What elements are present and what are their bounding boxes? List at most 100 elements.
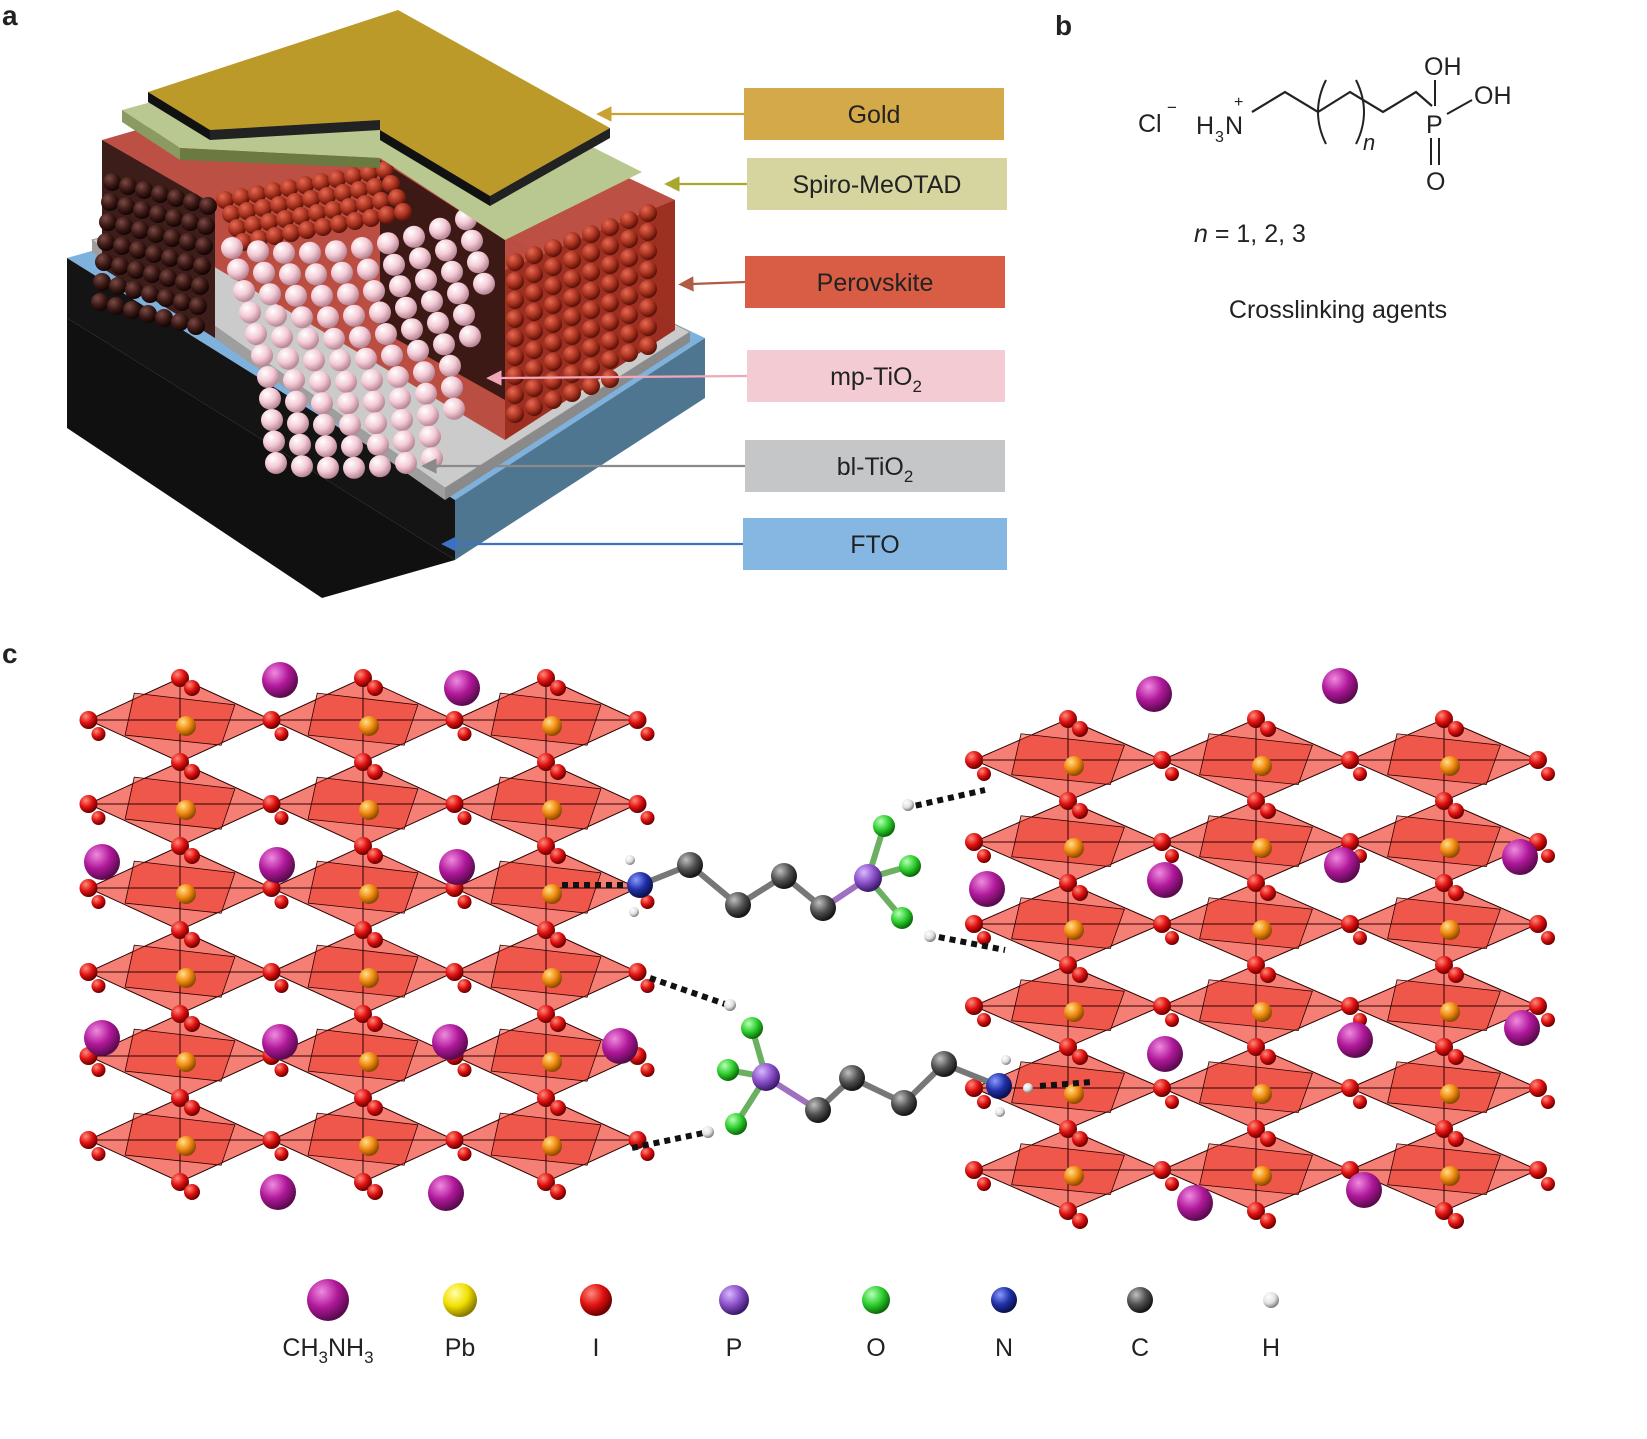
crosslinker-structure: Cl − H 3 N + n P OH OH O n = 1, 2, 3 Cro… [1138, 53, 1512, 324]
iodine-atom [1059, 792, 1077, 810]
methylammonium-atom [1322, 668, 1358, 704]
hydroxyl-top: OH [1424, 53, 1462, 81]
mp-tio2-ball [351, 237, 373, 259]
iodine-atom [1072, 721, 1088, 737]
iodine-atom [1435, 1120, 1453, 1138]
pb-atom [1252, 920, 1272, 940]
perovskite-ball [103, 173, 121, 191]
iodine-atom [1529, 1161, 1547, 1179]
mp-tio2-ball [331, 261, 353, 284]
perovskite-ball [544, 391, 562, 409]
methylammonium-atom [84, 844, 120, 880]
methylammonium-atom [1502, 839, 1538, 875]
iodine-atom [354, 837, 372, 855]
mp-tio2-ball [419, 425, 441, 448]
iodine-atom [367, 932, 383, 948]
perovskite-ball [143, 265, 161, 283]
carbon-atom [810, 895, 836, 921]
methylammonium-atom [84, 1020, 120, 1056]
iodine-atom [1153, 1161, 1171, 1179]
iodine-atom [1341, 1079, 1359, 1097]
iodine-atom [1165, 767, 1179, 781]
methylammonium-atom [1147, 862, 1183, 898]
mp-tio2-ball [259, 283, 281, 306]
perovskite-ball [181, 213, 199, 231]
iodine-atom [1341, 833, 1359, 851]
mp-tio2-ball [265, 452, 287, 474]
iodine-atom [1341, 751, 1359, 769]
mp-tio2-ball [409, 247, 431, 270]
perovskite-ball [639, 337, 657, 355]
layer-label-box [747, 158, 1007, 210]
iodine-atom [274, 811, 289, 825]
iodine-atom [1341, 915, 1359, 933]
iodine-atom [184, 764, 200, 780]
perovskite-ball [340, 198, 358, 216]
mp-tio2-ball [435, 239, 457, 262]
iodine-atom [1541, 767, 1555, 781]
iodine-atom [354, 1089, 372, 1107]
hydrogen-atom [924, 930, 936, 942]
pb-atom [176, 1136, 196, 1156]
mp-tio2-ball [473, 272, 495, 295]
perovskite-ball [133, 201, 151, 219]
pb-atom [1064, 1166, 1084, 1186]
iodine-atom [1247, 710, 1265, 728]
perovskite-ball [141, 285, 159, 303]
iodine-atom [1435, 956, 1453, 974]
iodine-atom [354, 753, 372, 771]
iodine-atom [1448, 885, 1464, 901]
perovskite-ball [199, 197, 217, 215]
hydrogen-atom [902, 799, 914, 811]
methylammonium-atom [969, 871, 1005, 907]
methylammonium-atom [262, 1024, 298, 1060]
iodine-atom [628, 1131, 647, 1149]
ammonium-n: N [1225, 112, 1243, 140]
iodine-atom [640, 1063, 655, 1077]
mp-tio2-ball [239, 301, 261, 324]
perovskite-ball [171, 313, 189, 331]
pb-atom [1440, 1002, 1460, 1022]
mp-tio2-ball [429, 217, 451, 240]
iodine-atom [640, 1147, 655, 1161]
layer-label: Spiro-MeOTAD [792, 171, 961, 199]
legend-label: C [1131, 1334, 1149, 1362]
iodine-atom [262, 1131, 281, 1149]
hydrogen-bond [649, 975, 729, 1008]
mp-tio2-ball [247, 240, 269, 263]
layer-labels: GoldSpiro-MeOTADPerovskitemp-TiO2bl-TiO2… [421, 88, 1007, 570]
mp-tio2-ball [443, 397, 465, 420]
perovskite-ball [159, 269, 177, 287]
iodine-atom [550, 848, 566, 864]
perovskite-ball [228, 219, 246, 237]
perovskite-lattice-right [965, 668, 1555, 1229]
iodine-atom [628, 711, 647, 729]
perovskite-ball [506, 291, 524, 309]
mp-tio2-ball [265, 304, 287, 327]
perovskite-ball [163, 229, 181, 247]
mp-tio2-ball [387, 366, 409, 388]
iodine-atom [1353, 931, 1367, 945]
carbon-atom [805, 1097, 831, 1123]
perovskite-ball [525, 322, 543, 340]
perovskite-ball [582, 339, 600, 357]
perovskite-ball [318, 187, 336, 205]
perovskite-ball [620, 325, 638, 343]
iodine-atom [1260, 885, 1276, 901]
iodine-atom [1448, 1131, 1464, 1147]
iodine-atom [184, 932, 200, 948]
pb-atom [1252, 838, 1272, 858]
mp-tio2-ball [303, 349, 325, 372]
mp-tio2-ball [233, 280, 255, 302]
perovskite-ball [179, 233, 197, 251]
mp-tio2-ball [363, 390, 385, 413]
hydroxyl-right: OH [1474, 82, 1512, 110]
layer-arrow [678, 276, 746, 292]
iodine-atom [550, 1016, 566, 1032]
crosslinker-molecules [562, 787, 1093, 1151]
mp-tio2-ball [395, 452, 417, 474]
perovskite-ball [544, 315, 562, 333]
iodine-atom [965, 1079, 983, 1097]
perovskite-ball [362, 209, 380, 227]
methylammonium-atom [439, 849, 475, 885]
